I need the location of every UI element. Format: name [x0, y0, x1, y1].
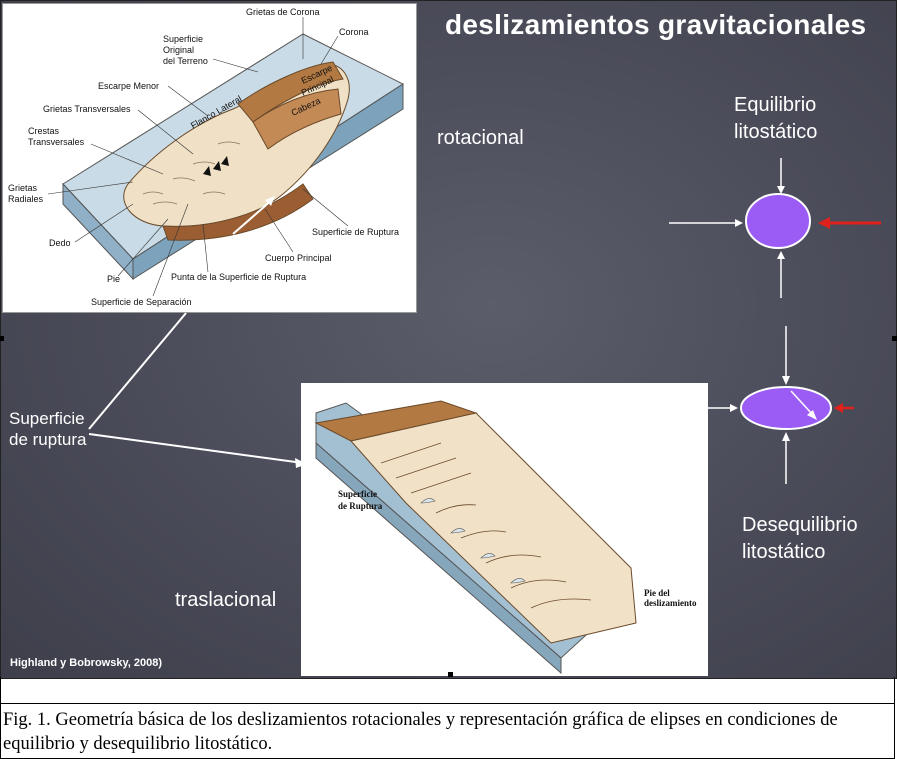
handle-marker — [0, 336, 4, 341]
figure-caption: Fig. 1. Geometría básica de los deslizam… — [3, 710, 838, 754]
crestas-label-1: Crestas — [28, 126, 60, 136]
superficie-ruptura-label: Superficie de Ruptura — [312, 227, 399, 237]
superficie-ruptura-callout-2: de ruptura — [9, 430, 87, 449]
rupture-section — [162, 183, 314, 241]
escarpe-menor-label: Escarpe Menor — [98, 81, 159, 91]
grietas-transversales-label: Grietas Transversales — [43, 104, 131, 114]
rotacional-label: rotacional — [437, 127, 524, 149]
slope-side — [315, 441, 562, 675]
crestas-label-2: Transversales — [28, 137, 85, 147]
red-arrow-left-icon — [818, 217, 830, 229]
pie-deslizamiento-label-2: deslizamiento — [644, 598, 697, 608]
superficie-ruptura-label-2: de Ruptura — [338, 501, 383, 511]
arrow-up-icon — [777, 251, 785, 259]
superficie-ruptura-callout-1: Superficie — [9, 409, 85, 428]
red-small-arrow-icon — [834, 403, 843, 413]
credit-text: Highland y Bobrowsky, 2008) — [10, 657, 163, 669]
equilibrium-ellipse — [745, 193, 811, 249]
caption-spacer — [0, 677, 895, 703]
superficie-ruptura-label-1: Superficie — [338, 489, 377, 499]
arrow-down-icon — [777, 186, 785, 194]
pie-deslizamiento-label-1: Pie del — [644, 588, 670, 598]
figure-caption-box: Fig. 1. Geometría básica de los deslizam… — [0, 703, 895, 759]
grietas-radiales-label-2: Radiales — [8, 194, 44, 204]
handle-marker — [892, 336, 897, 341]
shear-arrow-icon — [807, 410, 817, 420]
head-block — [252, 88, 342, 150]
traslacional-label: traslacional — [175, 589, 277, 611]
punta-label: Punta de la Superficie de Ruptura — [171, 272, 306, 282]
pie-label: Pie — [107, 274, 120, 284]
cuerpo-principal-label: Cuerpo Principal — [265, 253, 332, 263]
main-scarp — [237, 61, 344, 123]
superficie-separacion-label: Superficie de Separación — [91, 297, 192, 307]
desequilibrio-label-1: Desequilibrio — [742, 514, 858, 536]
handle-marker — [448, 672, 453, 677]
arrow-right-icon — [735, 219, 743, 227]
slide: deslizamientos gravitacionales Flanco La… — [0, 0, 897, 679]
callout-lines — [88, 312, 304, 464]
rotational-landslide-diagram: Flanco Lateral Escarpe Principal Cabeza … — [2, 3, 417, 313]
slide-title: deslizamientos gravitacionales — [445, 9, 867, 40]
grietas-radiales-label-1: Grietas — [8, 183, 38, 193]
grietas-corona-label: Grietas de Corona — [246, 7, 320, 17]
superficie-original-label-3: del Terreno — [163, 56, 208, 66]
desequilibrio-label-2: litostático — [742, 541, 826, 563]
superficie-original-label-1: Superficie — [163, 34, 203, 44]
superficie-original-label-2: Original — [163, 45, 194, 55]
equilibrio-label-2: litostático — [734, 121, 818, 143]
disequilibrium-ellipse — [740, 386, 832, 430]
corona-label: Corona — [339, 27, 369, 37]
dedo-label: Dedo — [49, 238, 71, 248]
equilibrio-label-1: Equilibrio — [734, 94, 817, 116]
translational-landslide-diagram: Superficie de Ruptura Pie del deslizamie… — [301, 383, 708, 676]
debris-sheet — [350, 412, 637, 644]
